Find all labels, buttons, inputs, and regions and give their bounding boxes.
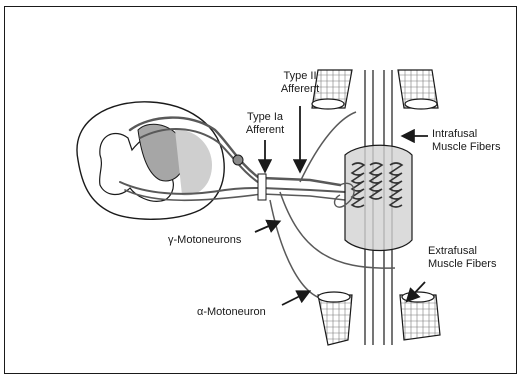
type-ii-afferent-label-line2: Afferent (276, 83, 324, 96)
alpha-motoneuron-label: α-Motoneuron (197, 306, 266, 319)
type-ia-afferent-label: Type Ia Afferent (240, 111, 290, 137)
type-ii-afferent-label: Type II Afferent (276, 70, 324, 96)
muscle-spindle-icon (335, 145, 412, 250)
type-ia-afferent-label-line1: Type Ia (240, 111, 290, 124)
intrafusal-muscle-fibers-label: Intrafusal Muscle Fibers (432, 128, 500, 154)
intrafusal-label-line1: Intrafusal (432, 128, 500, 141)
type-ia-afferent-label-line2: Afferent (240, 124, 290, 137)
extrafusal-label-line1: Extrafusal (428, 245, 496, 258)
intrafusal-label-line2: Muscle Fibers (432, 141, 500, 154)
extrafusal-label-line2: Muscle Fibers (428, 258, 496, 271)
type-ii-afferent-label-line1: Type II (276, 70, 324, 83)
gamma-motoneurons-label: γ-Motoneurons (168, 234, 241, 247)
extrafusal-muscle-fibers-label: Extrafusal Muscle Fibers (428, 245, 496, 271)
